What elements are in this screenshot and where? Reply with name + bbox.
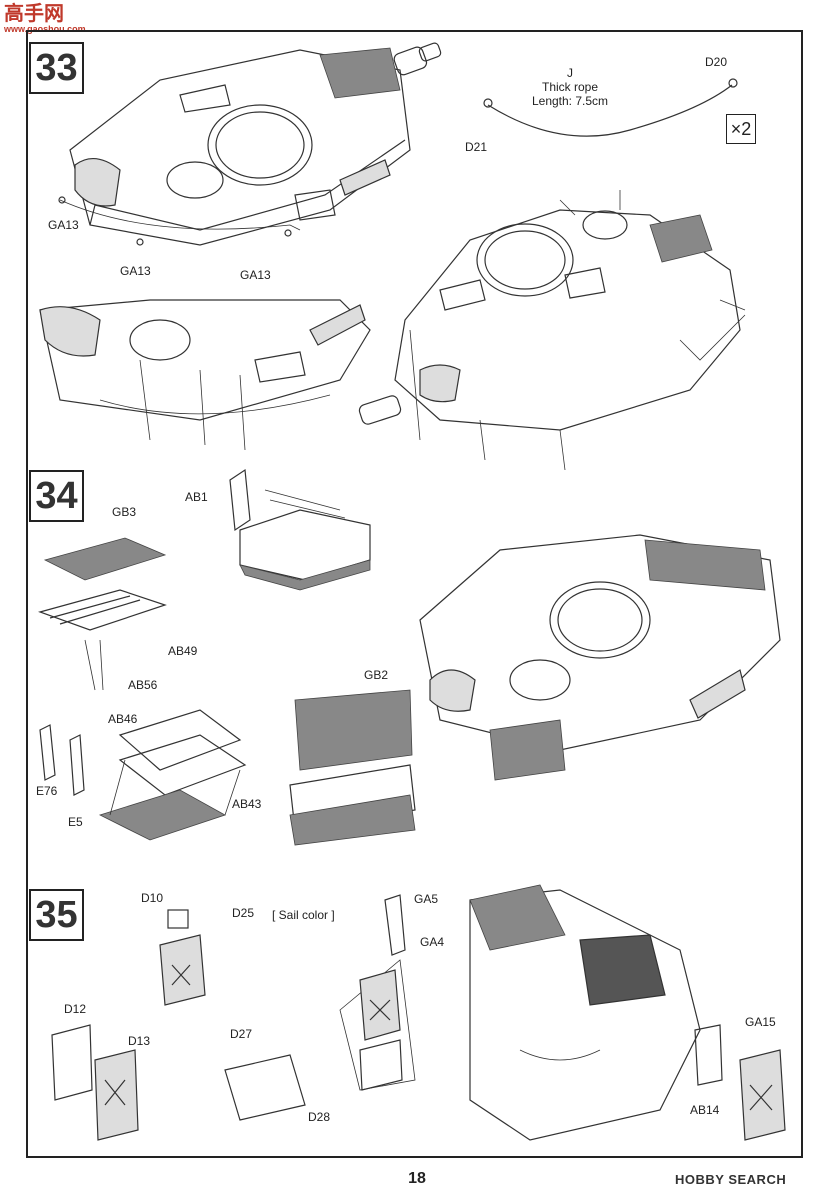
rack-d27-d28 (224, 1054, 306, 1121)
label-e76: E76 (36, 784, 58, 798)
label-d27: D27 (230, 1027, 253, 1041)
rope-code: J (567, 66, 573, 80)
instruction-frame (26, 30, 803, 1158)
turret-step35 (469, 884, 786, 1141)
turret-detail-step33 (39, 299, 371, 451)
label-gb3: GB3 (112, 505, 137, 519)
rope-j (483, 78, 738, 137)
label-ab14: AB14 (690, 1103, 720, 1117)
basket-ab1 (229, 468, 371, 591)
rope-length: Length: 7.5cm (531, 94, 609, 108)
label-ga13-middle: GA13 (120, 264, 151, 278)
label-ga5: GA5 (414, 892, 439, 906)
label-d28: D28 (308, 1110, 331, 1124)
label-d12: D12 (64, 1002, 87, 1016)
label-e5: E5 (68, 815, 83, 829)
watermark-url: www.gaoshou.com (4, 24, 86, 34)
rope-name: Thick rope (541, 80, 599, 94)
label-ab49: AB49 (168, 644, 198, 658)
step-35-number: 35 (29, 889, 84, 941)
label-ga15: GA15 (745, 1015, 776, 1029)
jerrycan-d10 (159, 909, 206, 1006)
label-d25: D25 (232, 906, 255, 920)
step-34-number: 34 (29, 470, 84, 522)
page-number: 18 (408, 1170, 426, 1187)
label-ab56: AB56 (128, 678, 158, 692)
mesh-gb3 (43, 537, 167, 581)
label-d10: D10 (141, 891, 164, 905)
label-ab46: AB46 (108, 712, 138, 726)
rack-d12-d13 (51, 1024, 139, 1141)
label-d21: D21 (465, 140, 488, 154)
strap-ga4-ga5 (339, 894, 416, 1091)
label-ab1: AB1 (185, 490, 208, 504)
mesh-gb2 (289, 689, 416, 846)
label-sail-color: [ Sail color ] (272, 908, 335, 922)
step-33-number: 33 (29, 42, 84, 94)
multiplier-badge: ×2 (726, 114, 756, 144)
site-watermark: 高手网 www.gaoshou.com (4, 4, 86, 34)
label-gb2: GB2 (364, 668, 389, 682)
turret-step33-right (358, 190, 746, 471)
bracket-e76-e5 (39, 724, 85, 796)
label-ab43: AB43 (232, 797, 262, 811)
watermark-title: 高手网 (4, 3, 64, 25)
rope-part-label: J Thick rope Length: 7.5cm (520, 66, 620, 108)
turret-step33-topleft (58, 42, 442, 246)
label-ga13-left: GA13 (48, 218, 79, 232)
label-ga13-right: GA13 (240, 268, 271, 282)
label-d13: D13 (128, 1034, 151, 1048)
basket-ab46-ab43 (98, 709, 247, 841)
frame-ab49 (38, 589, 167, 691)
hobbysearch-logo: HOBBY SEARCH (675, 1172, 787, 1187)
label-d20: D20 (705, 55, 728, 69)
label-ga4: GA4 (420, 935, 445, 949)
turret-step34 (419, 534, 781, 781)
